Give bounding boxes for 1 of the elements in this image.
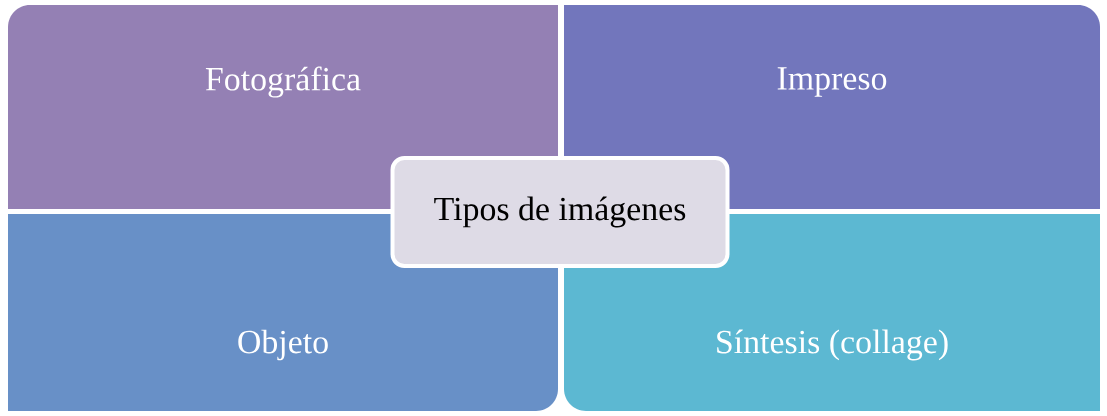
center-box: Tipos de imágenes <box>390 156 730 268</box>
